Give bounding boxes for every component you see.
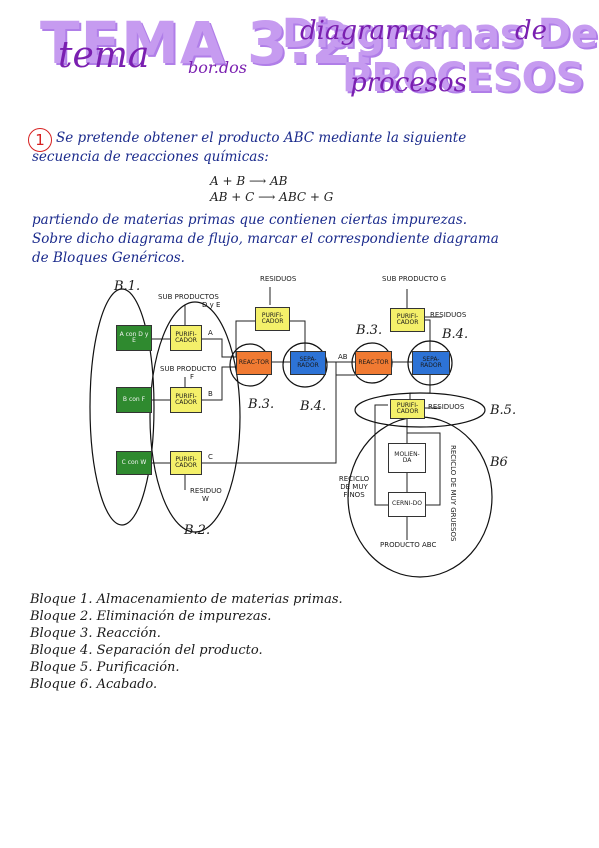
problem-number: 1 [35,131,45,149]
purifier-mid: PURIFI-CADOR [390,399,425,419]
process-diagram: A con D y E B con F C con W PURIFI-CADOR… [0,265,599,585]
footer-line-5: Bloque 5. Purificación. [30,660,180,675]
label-w: W [202,495,209,503]
problem-line-5: de Bloques Genéricos. [32,250,185,266]
title-overlay-handwritten: tema [58,35,150,76]
storage-a: A con D y E [116,325,152,351]
label-dye: D y E [202,301,221,309]
molienda-box: MOLIEN-DA [388,443,426,473]
footer-line-6: Bloque 6. Acabado. [30,677,158,692]
label-producto-abc: PRODUCTO ABC [380,541,437,549]
block-label-b2: B.2. [184,523,211,538]
label-line-ab: AB [338,353,348,361]
reaction-1: A + B ⟶ AB [210,174,288,188]
block-label-b3a: B.3. [248,397,275,412]
separator-2: SEPA-RADOR [412,351,450,375]
problem-line-2: secuencia de reacciones químicas: [32,149,269,165]
block-label-b5: B.5. [490,403,517,418]
title-sub-top-overlay: diagramas [300,16,439,46]
label-sub-productos: SUB PRODUCTOS [158,293,219,301]
purifier-2: PURIFI-CADOR [170,387,202,413]
label-line-a: A [208,329,213,337]
title-sub-bottom-overlay: procesos [350,68,468,98]
block-label-b4a: B.4. [300,399,327,414]
label-line-b: B [208,390,213,398]
title-sub-top-overlay2: de [515,16,548,46]
reaction-2: AB + C ⟶ ABC + G [210,190,334,204]
problem-line-3: partiendo de materias primas que contien… [32,212,468,228]
problem-line-1: Se pretende obtener el producto ABC medi… [56,130,467,146]
reactor-2: REAC-TOR [355,351,392,375]
separator-1: SEPA-RADOR [290,351,326,375]
label-sub-producto: SUB PRODUCTO [160,365,217,373]
block-label-b4b: B.4. [442,327,469,342]
storage-b: B con F [116,387,152,413]
problem-number-badge: 1 [28,128,52,152]
block-label-b3b: B.3. [356,323,383,338]
block-label-b6: B6 [490,455,508,470]
label-reciclo-finos: RECICLO DE MUY FINOS [338,475,370,499]
footer-line-3: Bloque 3. Reacción. [30,626,161,641]
diagram-lines [89,287,493,578]
purifier-top-2: PURIFI-CADOR [390,308,425,332]
oval-b1 [89,288,155,526]
label-f: F [190,373,195,381]
footer-line-1: Bloque 1. Almacenamiento de materias pri… [30,592,343,607]
storage-c: C con W [116,451,152,475]
reactor-1: REAC-TOR [236,351,272,375]
title-overlay-small: bor.dos [188,58,247,77]
label-residuos-right: RESIDUOS [430,311,467,319]
label-reciclo-gruesos: RECICLO DE MUY GRUESOS [449,445,457,542]
block-label-b1: B.1. [114,279,141,294]
purifier-1: PURIFI-CADOR [170,325,202,351]
label-residuo: RESIDUO [190,487,222,495]
problem-line-4: Sobre dicho diagrama de flujo, marcar el… [32,231,499,247]
label-residuos-mid: RESIDUOS [428,403,465,411]
purifier-top: PURIFI-CADOR [255,307,290,331]
footer-line-4: Bloque 4. Separación del producto. [30,643,263,658]
label-line-c: C [208,453,213,461]
title-sub-top: Diagramas De [282,11,598,57]
title-sub-bottom: PROCESOS [342,55,585,101]
title-main: TEMA 3.2. [40,9,376,77]
purifier-3: PURIFI-CADOR [170,451,202,475]
cernido-box: CERNI-DO [388,492,426,517]
label-sub-producto-g: SUB PRODUCTO G [382,275,447,283]
footer-line-2: Bloque 2. Eliminación de impurezas. [30,609,272,624]
oval-b2 [149,301,241,533]
label-residuos-top: RESIDUOS [260,275,297,283]
